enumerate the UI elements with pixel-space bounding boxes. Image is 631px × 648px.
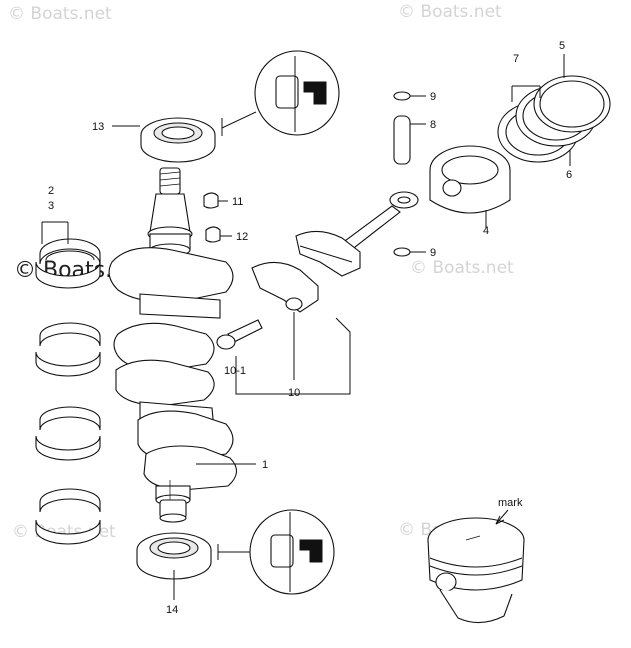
callout-7: 7 xyxy=(513,53,519,65)
bearing-set-4 xyxy=(35,488,101,545)
callout-5: 5 xyxy=(559,40,565,52)
piston-pin xyxy=(393,115,411,165)
rod-cap xyxy=(251,261,319,313)
callout-1: 1 xyxy=(262,459,268,471)
bearing-set-3 xyxy=(35,406,101,461)
key-12 xyxy=(205,226,221,243)
crankshaft xyxy=(108,167,238,523)
callout-6: 6 xyxy=(566,169,572,181)
bearing-set-1 xyxy=(35,238,101,289)
bearing-set-2 xyxy=(35,322,101,377)
callout-14: 14 xyxy=(166,604,178,616)
seal-detail-top xyxy=(221,50,340,136)
rod-bracket xyxy=(235,317,351,395)
pin-clip-top xyxy=(393,91,411,101)
callout-11: 11 xyxy=(232,196,243,208)
callout-10: 10 xyxy=(288,387,300,399)
piston-mark-view xyxy=(427,509,525,624)
callout-9-top: 9 xyxy=(430,91,436,103)
watermark-mid-right: © Boats.net xyxy=(410,258,514,278)
watermark-top-right: © Boats.net xyxy=(398,2,502,22)
piston-rings xyxy=(497,75,611,163)
seal-detail-bottom xyxy=(217,509,335,595)
connecting-rod xyxy=(295,191,419,277)
callout-9-bottom: 9 xyxy=(430,247,436,259)
callout-8: 8 xyxy=(430,119,436,131)
oil-seal-top xyxy=(140,117,216,163)
watermark-top-left: © Boats.net xyxy=(8,4,112,24)
callout-mark: mark xyxy=(498,497,523,509)
callout-3: 3 xyxy=(48,200,54,212)
callout-13: 13 xyxy=(92,121,104,133)
callout-2: 2 xyxy=(48,185,54,197)
callout-4: 4 xyxy=(483,225,489,237)
pin-clip-bottom xyxy=(393,247,411,257)
piston xyxy=(429,145,511,226)
callout-12: 12 xyxy=(236,231,248,243)
callout-10-1: 10-1 xyxy=(224,365,246,377)
bearing-leader xyxy=(41,221,69,244)
oil-seal-bottom xyxy=(136,532,212,580)
rod-bolt xyxy=(216,319,263,350)
key-11 xyxy=(203,192,219,209)
